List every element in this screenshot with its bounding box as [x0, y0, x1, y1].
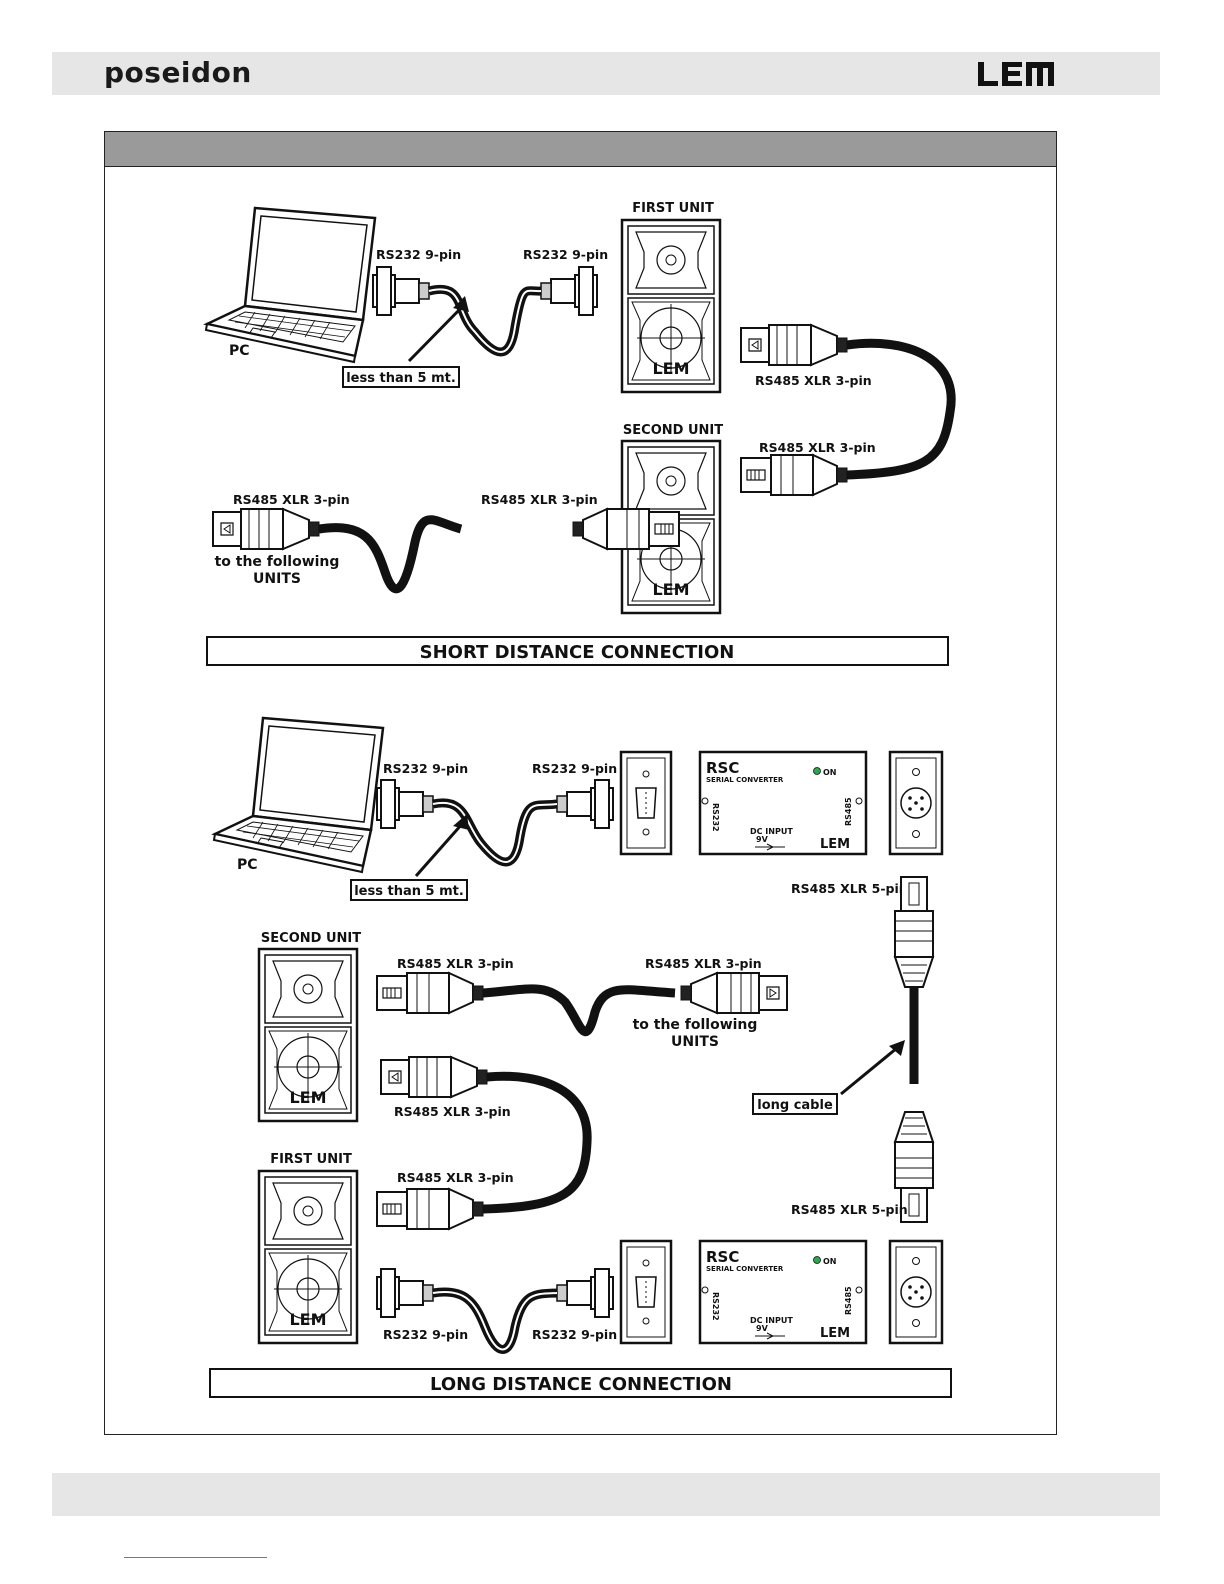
- converter-sub: SERIAL CONVERTER: [706, 776, 784, 784]
- xlr-out-connector-icon: [740, 324, 848, 366]
- following-text-4: UNITS: [671, 1034, 719, 1050]
- short-distance-title: SHORT DISTANCE CONNECTION: [420, 642, 735, 663]
- long-distance-title: LONG DISTANCE CONNECTION: [430, 1374, 732, 1395]
- cable-note-box: [342, 366, 460, 388]
- xlr-link-cable-2: [482, 1071, 592, 1214]
- pc-laptop-icon: [204, 206, 377, 364]
- connection-diagram: LEM: [204, 201, 956, 1398]
- xlr5-wall-plate-icon-2: [888, 1239, 944, 1345]
- following-text-3: to the following: [633, 1017, 758, 1033]
- diagram-panel: LEM: [104, 131, 1057, 1435]
- arrow-pointer-2: [414, 823, 464, 877]
- short-distance-title-box: [206, 636, 949, 666]
- xlr-in-label: RS485 XLR 3-pin: [759, 440, 876, 455]
- xlr-link-cable: [846, 338, 956, 480]
- first-unit-speaker-icon-2: [257, 1169, 359, 1345]
- chain-cable-2: [482, 984, 676, 1037]
- xlr-chain-male-icon-2: [680, 972, 788, 1014]
- xlr-out-label: RS485 XLR 3-pin: [755, 373, 872, 388]
- header-bar: poseidon: [52, 52, 1160, 95]
- converter-name: RSC: [706, 759, 739, 777]
- db9-connector-right-icon: [540, 266, 598, 316]
- long-cable-label: long cable: [757, 1098, 833, 1113]
- xlr-chain-female-icon-2: [376, 972, 484, 1014]
- converter-on-2: ON: [823, 1257, 837, 1266]
- panel-header: [105, 132, 1056, 167]
- arrow-pointer: [407, 304, 465, 363]
- cable-note-2: less than 5 mt.: [354, 884, 464, 899]
- xlr-in-connector-icon: [740, 454, 848, 496]
- cable-note-box-2: [350, 879, 468, 901]
- xlr5-wall-plate-icon: [888, 750, 944, 856]
- xlr-chain-female-icon: [572, 508, 680, 550]
- short-distance-section: PC RS232 9-pin RS232 9-pin less than 5 m…: [204, 201, 956, 666]
- xlr-chain-left-label-2: RS485 XLR 3-pin: [397, 956, 514, 971]
- led-icon-2: [813, 1256, 821, 1264]
- serial-converter-top: RSC SERIAL CONVERTER ON RS232 RS485 DC I…: [698, 750, 868, 856]
- converter-on: ON: [823, 768, 837, 777]
- rs232-right-label-2: RS232 9-pin: [532, 761, 617, 776]
- led-icon: [813, 767, 821, 775]
- brand-title: poseidon: [104, 56, 252, 89]
- converter-rs232: RS232: [711, 803, 720, 832]
- xlr-link-bottom-label: RS485 XLR 3-pin: [397, 1170, 514, 1185]
- converter-rs485-2: RS485: [844, 1286, 853, 1315]
- first-unit-label-2: FIRST UNIT: [270, 1152, 352, 1167]
- first-unit-speaker-icon: [620, 218, 722, 394]
- cable-note: less than 5 mt.: [346, 371, 456, 386]
- pc-label-2: PC: [237, 857, 258, 873]
- long-distance-section: PC RS232 9-pin RS232 9-pin less than 5 m…: [209, 716, 952, 1398]
- rs232-left-label: RS232 9-pin: [376, 247, 461, 262]
- db9-bottom-right-icon: [556, 1268, 614, 1318]
- second-unit-label-2: SECOND UNIT: [261, 931, 361, 946]
- converter-dc-2: DC INPUT: [750, 1316, 793, 1325]
- long-cable-box: [752, 1093, 838, 1115]
- converter-volt: 9V: [756, 835, 769, 844]
- pc-laptop-icon-2: [212, 716, 385, 874]
- rs232-cable-2: [432, 798, 558, 867]
- rs232-right-label: RS232 9-pin: [523, 247, 608, 262]
- converter-sub-2: SERIAL CONVERTER: [706, 1265, 784, 1273]
- xlr-chain-left-label: RS485 XLR 3-pin: [233, 492, 350, 507]
- xlr-link-top-label: RS485 XLR 3-pin: [394, 1104, 511, 1119]
- long-distance-title-box: [209, 1368, 952, 1398]
- serial-converter-bottom: RSC SERIAL CONVERTER ON RS232 RS485 DC I…: [698, 1239, 868, 1345]
- arrow-pointer-3: [840, 1046, 898, 1096]
- footer-bar: [52, 1473, 1160, 1516]
- first-unit-label: FIRST UNIT: [632, 201, 714, 216]
- rs232-left-label-2: RS232 9-pin: [383, 761, 468, 776]
- db9-wall-plate-icon: [619, 750, 673, 856]
- pc-label: PC: [229, 343, 250, 359]
- rs232-bottom-left-label: RS232 9-pin: [383, 1327, 468, 1342]
- xlr-chain-right-label-2: RS485 XLR 3-pin: [645, 956, 762, 971]
- xlr5-bottom-label: RS485 XLR 5-pin: [791, 1202, 908, 1217]
- following-text-1: to the following: [215, 554, 340, 570]
- converter-dc: DC INPUT: [750, 827, 793, 836]
- db9-bottom-left-icon: [376, 1268, 434, 1318]
- chain-cable: [318, 515, 463, 594]
- lem-logo: [978, 62, 1054, 86]
- converter-volt-2: 9V: [756, 1324, 769, 1333]
- rs232-bottom-right-label: RS232 9-pin: [532, 1327, 617, 1342]
- converter-logo-2: LEM: [820, 1326, 850, 1341]
- xlr-chain-male-icon: [212, 508, 320, 550]
- second-unit-label: SECOND UNIT: [623, 423, 723, 438]
- db9-connector-right-icon-2: [556, 779, 614, 829]
- converter-logo: LEM: [820, 837, 850, 852]
- db9-wall-plate-icon-2: [619, 1239, 673, 1345]
- db9-connector-left-icon: [372, 266, 430, 316]
- xlr-link-bottom-icon: [376, 1188, 484, 1230]
- second-unit-speaker-icon-2: [257, 947, 359, 1123]
- converter-rs485: RS485: [844, 797, 853, 826]
- following-text-2: UNITS: [253, 571, 301, 587]
- xlr5-connector-top-icon: [894, 876, 934, 988]
- db9-connector-left-icon-2: [376, 779, 434, 829]
- footer-link-underline: [124, 1557, 267, 1558]
- xlr-chain-right-label: RS485 XLR 3-pin: [481, 492, 598, 507]
- converter-name-2: RSC: [706, 1248, 739, 1266]
- converter-rs232-2: RS232: [711, 1292, 720, 1321]
- xlr5-top-label: RS485 XLR 5-pin: [791, 881, 908, 896]
- xlr-link-top-icon: [380, 1056, 488, 1098]
